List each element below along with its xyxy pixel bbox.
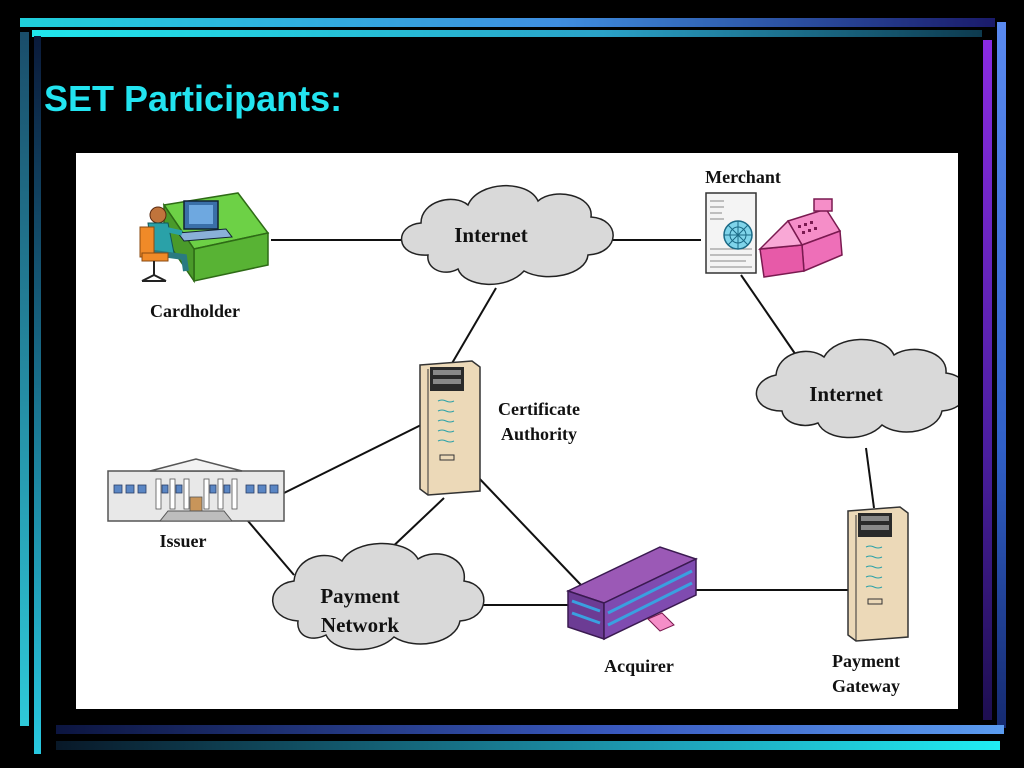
- link-ca-issuer: [283, 424, 422, 494]
- decorative-right-bar-inner: [983, 40, 992, 720]
- acquirer-building-icon: Acquirer: [566, 546, 698, 676]
- decorative-left-bar-inner: [34, 36, 41, 754]
- certificate-authority-label-line2: Authority: [501, 424, 577, 444]
- cardholder-label: Cardholder: [150, 301, 240, 321]
- internet-cloud-top-label: Internet: [454, 223, 527, 247]
- link-ca-acquirer: [475, 474, 582, 586]
- payment-network-label-line1: Payment: [320, 584, 399, 608]
- decorative-right-bar: [997, 22, 1006, 728]
- decorative-bottom-bar-outer: [56, 741, 1000, 750]
- diagram-panel: Internet Internet Payment Network Cardho…: [76, 153, 958, 709]
- payment-gateway-server-icon: Payment Gateway: [832, 506, 909, 696]
- payment-network-cloud: Payment Network: [272, 542, 485, 651]
- internet-cloud-right-label: Internet: [809, 382, 882, 406]
- internet-cloud-top: Internet: [400, 184, 614, 285]
- internet-cloud-right: Internet: [755, 338, 958, 439]
- decorative-top-bar-inner: [32, 30, 982, 37]
- payment-gateway-label-line1: Payment: [832, 651, 900, 671]
- decorative-bottom-bar: [56, 725, 1004, 734]
- issuer-bank-icon: Issuer: [107, 458, 285, 551]
- decorative-left-bar: [20, 32, 29, 726]
- payment-gateway-label-line2: Gateway: [832, 676, 900, 696]
- link-internet2-gateway: [865, 447, 875, 509]
- set-participants-diagram: Internet Internet Payment Network Cardho…: [107, 167, 958, 696]
- merchant-label: Merchant: [705, 167, 781, 187]
- link-issuer-paynet: [247, 520, 295, 576]
- web-icon: [723, 220, 753, 250]
- connection-lines: [247, 239, 875, 606]
- slide-title: SET Participants:: [44, 78, 343, 119]
- merchant-icon: Merchant: [705, 167, 843, 278]
- cardholder-icon: Cardholder: [139, 192, 270, 321]
- certificate-authority-label-line1: Certificate: [498, 399, 580, 419]
- decorative-top-bar: [20, 18, 995, 27]
- link-merchant-internet2: [740, 274, 799, 359]
- link-ca-paynet: [385, 497, 445, 554]
- issuer-label: Issuer: [159, 531, 206, 551]
- certificate-authority-server-icon: Certificate Authority: [419, 360, 580, 496]
- acquirer-label: Acquirer: [604, 656, 674, 676]
- payment-network-label-line2: Network: [321, 613, 399, 637]
- link-internet-ca: [450, 287, 497, 366]
- cash-register-icon: [757, 198, 843, 278]
